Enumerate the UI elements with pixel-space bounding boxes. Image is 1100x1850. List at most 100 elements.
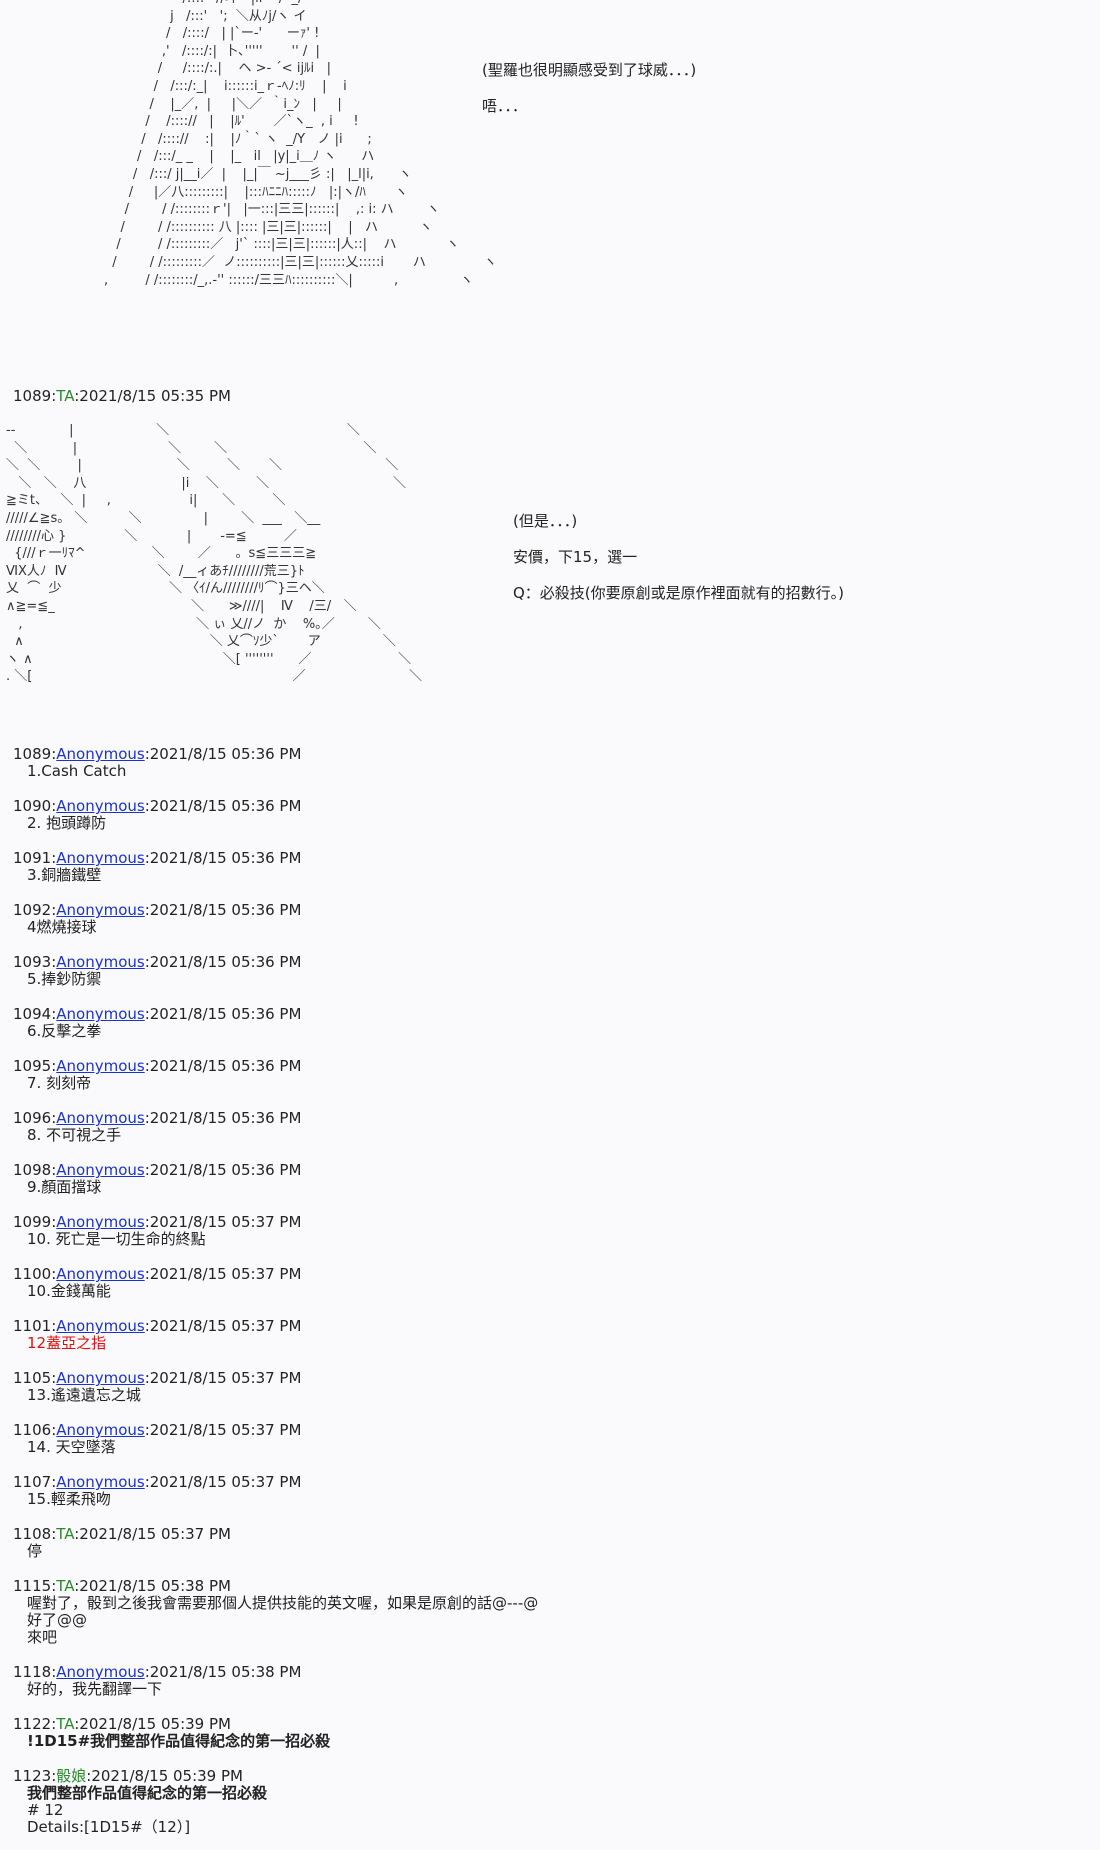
post-author: TA — [56, 387, 75, 405]
post-id: 1100 — [13, 1265, 52, 1283]
post-header: 1105:Anonymous:2021/8/15 05:37 PM — [13, 1369, 302, 1387]
post-header-1118: 1118:Anonymous:2021/8/15 05:38 PM — [13, 1663, 302, 1681]
post-header: 1093:Anonymous:2021/8/15 05:36 PM — [13, 953, 302, 971]
post-time: :2021/8/15 05:36 PM — [144, 745, 302, 763]
reply-text: 5.捧鈔防禦 — [27, 970, 102, 988]
post-id: 1091 — [13, 849, 52, 867]
post-id: 1098 — [13, 1161, 52, 1179]
reply-text: 4燃燒接球 — [27, 918, 97, 936]
reply-text: 10.金錢萬能 — [27, 1282, 111, 1300]
post-time: :2021/8/15 05:36 PM — [144, 797, 302, 815]
reply-text: 13.遙遠遺忘之城 — [27, 1386, 141, 1404]
post-id: 1094 — [13, 1005, 52, 1023]
post-header-ta-1089: 1089:TA:2021/8/15 05:35 PM — [13, 387, 231, 405]
post-header-1108: 1108:TA:2021/8/15 05:37 PM — [13, 1525, 231, 1543]
post-id: 1101 — [13, 1317, 52, 1335]
post-time: :2021/8/15 05:37 PM — [144, 1317, 302, 1335]
post-id: 1108 — [13, 1525, 52, 1543]
post-body-1115-line-2: 好了@@ — [27, 1611, 88, 1629]
post-author-link[interactable]: Anonymous — [56, 1005, 145, 1023]
post-author-link[interactable]: Anonymous — [56, 1317, 145, 1335]
post-id: 1099 — [13, 1213, 52, 1231]
dice-result-value: # 12 — [27, 1801, 64, 1819]
dice-result-details: Details:[1D15#（12）] — [27, 1818, 191, 1836]
post-time: :2021/8/15 05:36 PM — [144, 901, 302, 919]
dice-result-title: 我們整部作品值得紀念的第一招必殺 — [27, 1784, 268, 1802]
post-body-1115-line-1: 喔對了，骰到之後我會需要那個人提供技能的英文喔，如果是原創的話@---@ — [27, 1594, 539, 1612]
post-id: 1095 — [13, 1057, 52, 1075]
post-header: 1091:Anonymous:2021/8/15 05:36 PM — [13, 849, 302, 867]
post-time: :2021/8/15 05:37 PM — [144, 1265, 302, 1283]
post-author-link[interactable]: Anonymous — [56, 849, 145, 867]
reply-text: 14. 天空墜落 — [27, 1438, 116, 1456]
post-header: 1092:Anonymous:2021/8/15 05:36 PM — [13, 901, 302, 919]
post-time: :2021/8/15 05:36 PM — [144, 953, 302, 971]
post-time: :2021/8/15 05:36 PM — [144, 1057, 302, 1075]
post-time: :2021/8/15 05:36 PM — [144, 1005, 302, 1023]
post-author-link[interactable]: Anonymous — [56, 1663, 145, 1681]
post-author-link[interactable]: Anonymous — [56, 1109, 145, 1127]
post-time: :2021/8/15 05:38 PM — [74, 1577, 231, 1595]
post-time: :2021/8/15 05:38 PM — [144, 1663, 302, 1681]
post-id: 1107 — [13, 1473, 52, 1491]
post-author-link[interactable]: Anonymous — [56, 745, 145, 763]
reply-text: 12蓋亞之指 — [27, 1334, 107, 1352]
post-header: 1101:Anonymous:2021/8/15 05:37 PM — [13, 1317, 302, 1335]
reply-text: 15.輕柔飛吻 — [27, 1490, 111, 1508]
post-id: 1118 — [13, 1663, 52, 1681]
post-time: :2021/8/15 05:36 PM — [144, 1161, 302, 1179]
post-author-link[interactable]: Anonymous — [56, 797, 145, 815]
post-header: 1099:Anonymous:2021/8/15 05:37 PM — [13, 1213, 302, 1231]
post-header: 1089:Anonymous:2021/8/15 05:36 PM — [13, 745, 302, 763]
narration-middle: (但是．．．) 安價，下15，選一 Q：必殺技(你要原創或是原作裡面就有的招數行… — [513, 512, 845, 602]
post-time: :2021/8/15 05:37 PM — [74, 1525, 231, 1543]
post-id: 1090 — [13, 797, 52, 815]
reply-text: 10. 死亡是一切生命的終點 — [27, 1230, 206, 1248]
post-author-link[interactable]: Anonymous — [56, 901, 145, 919]
post-time: :2021/8/15 05:37 PM — [144, 1473, 302, 1491]
post-header-1122: 1122:TA:2021/8/15 05:39 PM — [13, 1715, 231, 1733]
post-author-link[interactable]: Anonymous — [56, 1421, 145, 1439]
post-header: 1094:Anonymous:2021/8/15 05:36 PM — [13, 1005, 302, 1023]
post-author-link[interactable]: Anonymous — [56, 1213, 145, 1231]
narration-top: (聖羅也很明顯感受到了球威．．．) 唔．．． — [482, 61, 697, 115]
post-time: :2021/8/15 05:36 PM — [144, 849, 302, 867]
post-author-link[interactable]: Anonymous — [56, 953, 145, 971]
post-id: 1096 — [13, 1109, 52, 1127]
post-body-1122: !1D15#我們整部作品值得紀念的第一招必殺 — [27, 1732, 331, 1750]
post-author: TA — [56, 1525, 75, 1543]
post-time: :2021/8/15 05:35 PM — [74, 387, 231, 405]
post-author: TA — [56, 1577, 75, 1595]
post-id: 1122 — [13, 1715, 52, 1733]
ascii-art-top: /:::.' //斗一|ii / _/ ' j /:::' '; ＼从ﾉj/ヽ … — [104, 0, 497, 288]
reply-text: 3.銅牆鐵壁 — [27, 866, 102, 884]
post-author-link[interactable]: Anonymous — [56, 1265, 145, 1283]
post-time: :2021/8/15 05:39 PM — [74, 1715, 231, 1733]
post-header-1115: 1115:TA:2021/8/15 05:38 PM — [13, 1577, 231, 1595]
post-time: :2021/8/15 05:37 PM — [144, 1421, 302, 1439]
post-author-link[interactable]: Anonymous — [56, 1161, 145, 1179]
post-id: 1092 — [13, 901, 52, 919]
post-id: 1123 — [13, 1767, 52, 1785]
post-id: 1105 — [13, 1369, 52, 1387]
post-header: 1096:Anonymous:2021/8/15 05:36 PM — [13, 1109, 302, 1127]
post-author-link[interactable]: Anonymous — [56, 1369, 145, 1387]
post-time: :2021/8/15 05:37 PM — [144, 1369, 302, 1387]
post-id: 1089 — [13, 745, 52, 763]
post-time: :2021/8/15 05:39 PM — [86, 1767, 243, 1785]
post-header: 1090:Anonymous:2021/8/15 05:36 PM — [13, 797, 302, 815]
post-body-1108: 停 — [27, 1542, 43, 1560]
post-author: 骰娘 — [56, 1767, 87, 1785]
post-header: 1106:Anonymous:2021/8/15 05:37 PM — [13, 1421, 302, 1439]
post-header: 1095:Anonymous:2021/8/15 05:36 PM — [13, 1057, 302, 1075]
post-body-1118: 好的，我先翻譯一下 — [27, 1680, 163, 1698]
post-author-link[interactable]: Anonymous — [56, 1057, 145, 1075]
post-id: 1089 — [13, 387, 52, 405]
reply-text: 1.Cash Catch — [27, 762, 127, 780]
reply-text: 8. 不可視之手 — [27, 1126, 122, 1144]
ascii-art-middle: -- | ＼ ＼ ＼ | ＼ ＼ ＼ ＼ ＼ | — [6, 423, 422, 685]
post-header: 1100:Anonymous:2021/8/15 05:37 PM — [13, 1265, 302, 1283]
post-author-link[interactable]: Anonymous — [56, 1473, 145, 1491]
reply-text: 2. 抱頭蹲防 — [27, 814, 107, 832]
post-header: 1098:Anonymous:2021/8/15 05:36 PM — [13, 1161, 302, 1179]
